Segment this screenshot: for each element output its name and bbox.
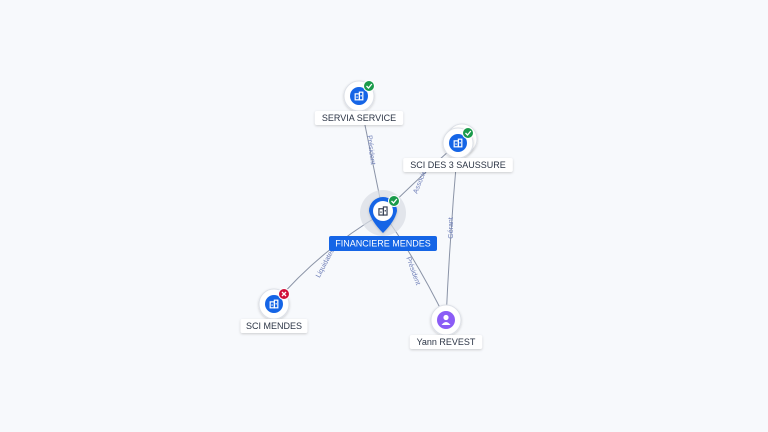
node-label: FINANCIERE MENDES <box>335 238 431 248</box>
node-label-bg <box>240 319 308 333</box>
node-label: SCI DES 3 SAUSSURE <box>410 160 506 170</box>
node-label: SCI MENDES <box>246 321 302 331</box>
status-active-badge <box>462 127 474 139</box>
node-label-bg <box>329 236 437 251</box>
node-sci3[interactable]: SCI DES 3 SAUSSURE <box>403 123 513 172</box>
node-label-bg <box>409 335 483 349</box>
status-closed-badge <box>278 288 290 300</box>
person-icon <box>437 311 455 329</box>
building-icon <box>378 206 388 216</box>
building-icon <box>269 299 279 309</box>
building-icon <box>453 138 463 148</box>
node-yann[interactable]: Yann REVEST <box>409 304 483 349</box>
status-active-badge <box>388 195 400 207</box>
edge-label: Président <box>404 256 421 286</box>
status-active-badge <box>363 80 375 92</box>
nodes-layer: FINANCIERE MENDES SERVIA SERVICE SCI DES 3… <box>240 80 513 349</box>
building-icon <box>354 91 364 101</box>
node-label: Yann REVEST <box>417 337 476 347</box>
node-label-bg <box>314 111 404 125</box>
node-label-bg <box>403 158 513 172</box>
node-label: SERVIA SERVICE <box>322 113 396 123</box>
node-financiere[interactable]: FINANCIERE MENDES <box>329 190 437 251</box>
node-scimendes[interactable]: SCI MENDES <box>240 288 308 334</box>
edge-label: Président <box>365 135 376 165</box>
node-servia[interactable]: SERVIA SERVICE <box>314 80 404 126</box>
edge-label: Gérant <box>448 217 455 238</box>
